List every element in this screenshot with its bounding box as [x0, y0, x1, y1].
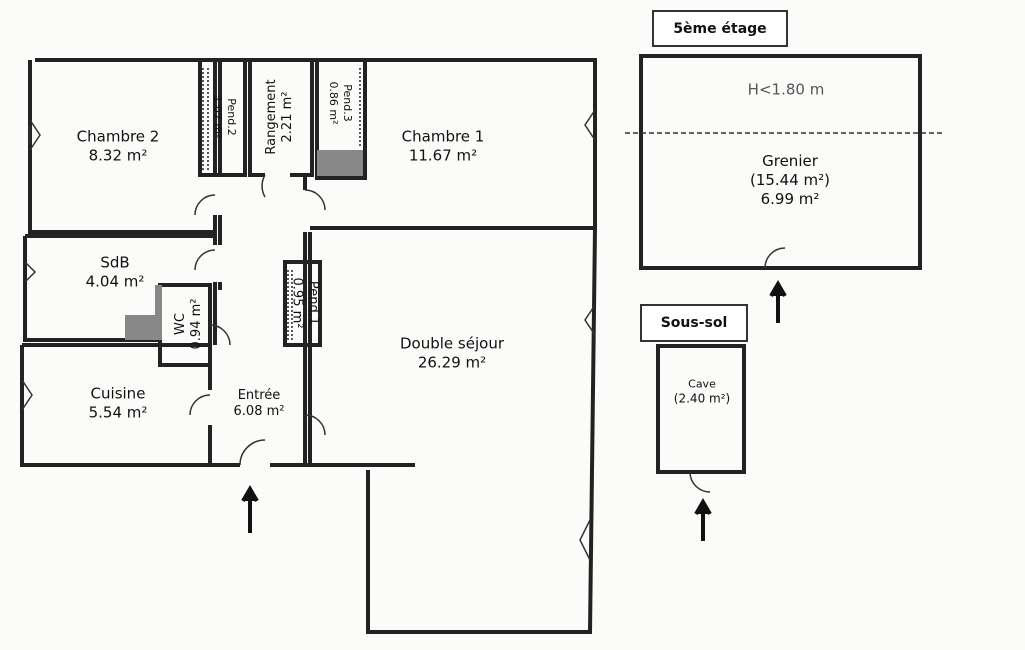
grenier-entrance-arrow-icon — [769, 280, 787, 323]
room-area: 0.95 m² — [289, 277, 304, 329]
room-name: Chambre 2 — [76, 127, 160, 146]
room-area: 6.08 m² — [233, 404, 285, 419]
fifth-floor-label: 5ème étage — [652, 10, 788, 47]
room-name: SdB — [100, 253, 130, 272]
room-area: 1.07 m² — [211, 95, 224, 139]
room-name: Cuisine — [90, 384, 146, 403]
room-name: Pend.2 — [224, 98, 238, 136]
room-name: Entrée — [237, 387, 281, 403]
room-area: 8.32 m² — [88, 146, 148, 164]
room-area: 5.54 m² — [88, 403, 148, 421]
grenier-height-note: H<1.80 m — [747, 80, 825, 99]
room-area: 11.67 m² — [408, 146, 478, 164]
room-name: Double séjour — [400, 334, 504, 353]
room-name: WC — [172, 313, 188, 335]
entrance-arrow-icon — [241, 485, 259, 533]
room-area: 0.94 m² — [189, 298, 204, 350]
room-area: 2.21 m² — [280, 91, 295, 143]
cave-entrance-arrow-icon — [694, 498, 712, 541]
room-name: Chambre 1 — [401, 127, 485, 146]
room-area: (2.40 m²) — [673, 391, 731, 406]
room-name: Pend.3 — [340, 84, 354, 122]
room-grenier: Grenier(15.44 m²)6.99 m² — [750, 152, 830, 208]
room-area: 0.86 m² — [327, 81, 340, 125]
room-name: Pend.1 — [305, 280, 321, 326]
room-name: Rangement — [263, 79, 279, 155]
room-area: 4.04 m² — [85, 272, 145, 290]
basement-label: Sous-sol — [640, 304, 748, 342]
room-area: 26.29 m² — [417, 353, 487, 371]
room-area: 6.99 m² — [760, 189, 820, 208]
room-name: Cave — [688, 377, 716, 391]
room-name: Grenier — [762, 151, 818, 170]
room-total-area: (15.44 m²) — [749, 170, 831, 189]
room-cave: Cave(2.40 m²) — [674, 378, 730, 407]
